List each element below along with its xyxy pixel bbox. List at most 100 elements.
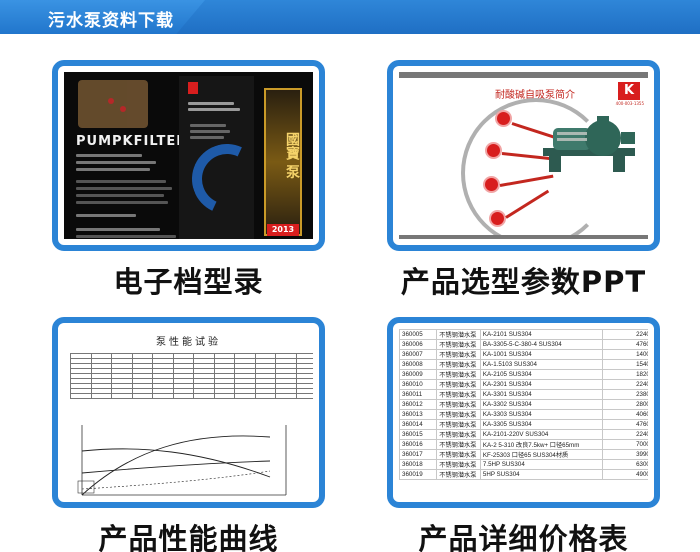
price-cell-name: 不锈钢潜水泵 bbox=[436, 379, 481, 390]
price-cell-code: 360019 bbox=[399, 469, 438, 480]
text-line bbox=[190, 124, 226, 127]
price-cell-code: 360012 bbox=[399, 399, 438, 410]
pump-image bbox=[543, 116, 635, 172]
slide-bottom-bar bbox=[399, 235, 648, 239]
price-cell-price: 7000 bbox=[602, 439, 648, 450]
price-cell-name: 不锈钢潜水泵 bbox=[436, 459, 481, 470]
price-cell-price: 2240 bbox=[602, 379, 648, 390]
price-cell-model: KA-3305 SUS304 bbox=[479, 419, 604, 430]
text-line bbox=[190, 130, 230, 133]
price-cell-model: KF-25303 口径65 SUS304材质 bbox=[479, 449, 604, 460]
test-data-table bbox=[70, 353, 313, 399]
text-line bbox=[76, 201, 168, 204]
price-cell-name: 不锈钢潜水泵 bbox=[436, 449, 481, 460]
text-line bbox=[76, 235, 176, 238]
performance-curve-chart bbox=[77, 425, 287, 496]
price-cell-model: 7.5HP SUS304 bbox=[479, 459, 604, 470]
curve-preview-image: 泵性能试验 bbox=[64, 329, 313, 496]
price-cell-model: KA-2105 SUS304 bbox=[479, 369, 604, 380]
slide-title: 耐酸碱自吸泵简介 bbox=[495, 90, 575, 101]
curve-caption[interactable]: 产品性能曲线 bbox=[98, 522, 279, 552]
text-line bbox=[76, 154, 142, 157]
price-cell-price: 2800 bbox=[602, 399, 648, 410]
price-cell-model: BA-3305-5-C-380-4 SUS304 bbox=[479, 339, 604, 350]
price-cell-code: 360011 bbox=[399, 389, 438, 400]
price-cell-model: KA-3301 SUS304 bbox=[479, 389, 604, 400]
price-caption[interactable]: 产品详细价格表 bbox=[418, 522, 629, 552]
price-cell-model: 5HP SUS304 bbox=[479, 469, 604, 480]
price-cell-code: 360015 bbox=[399, 429, 438, 440]
power-curve bbox=[81, 460, 271, 474]
catalog-brand: PUMPKFILTERS bbox=[76, 134, 198, 149]
catalog-preview-image: PUMPKFILTERS 國寶 泵 2013 bbox=[64, 72, 313, 239]
map-marker bbox=[120, 106, 126, 112]
price-cell-name: 不锈钢潜水泵 bbox=[436, 409, 481, 420]
text-line bbox=[76, 194, 164, 197]
ppt-card[interactable]: 耐酸碱自吸泵简介 K 400-003-1355 bbox=[387, 60, 660, 251]
price-cell-name: 不锈钢潜水泵 bbox=[436, 389, 481, 400]
price-cell-code: 360018 bbox=[399, 459, 438, 470]
curve-title: 泵性能试验 bbox=[156, 337, 221, 348]
price-cell-price: 2240 bbox=[602, 429, 648, 440]
page-title: 污水泵资料下载 bbox=[48, 11, 174, 31]
text-line bbox=[76, 228, 160, 231]
price-cell-name: 不锈钢潜水泵 bbox=[436, 439, 481, 450]
catalog-card[interactable]: PUMPKFILTERS 國寶 泵 2013 bbox=[52, 60, 325, 251]
price-cell-price: 3990 bbox=[602, 449, 648, 460]
price-cell-price: 4900 bbox=[602, 469, 648, 480]
price-cell-price: 1820 bbox=[602, 369, 648, 380]
price-cell-model: KA-2 5-310 改良7.5kw+ 口径65mm bbox=[479, 439, 604, 450]
head-curve bbox=[81, 448, 271, 478]
decorative-arc bbox=[461, 98, 611, 239]
text-line bbox=[76, 187, 172, 190]
axis-box bbox=[77, 480, 95, 494]
catalog-cover bbox=[264, 88, 302, 236]
price-cell-model: KA-3303 SUS304 bbox=[479, 409, 604, 420]
text-line bbox=[76, 214, 136, 217]
price-cell-model: KA-1001 SUS304 bbox=[479, 349, 604, 360]
price-cell-code: 360017 bbox=[399, 449, 438, 460]
cover-year: 2013 bbox=[267, 224, 299, 236]
price-cell-code: 360006 bbox=[399, 339, 438, 350]
price-cell-price: 6300 bbox=[602, 459, 648, 470]
price-cell-name: 不锈钢潜水泵 bbox=[436, 329, 481, 340]
price-cell-price: 1540 bbox=[602, 359, 648, 370]
price-cell-price: 4760 bbox=[602, 339, 648, 350]
price-cell-model: KA-2101-220V SUS304 bbox=[479, 429, 604, 440]
price-cell-name: 不锈钢潜水泵 bbox=[436, 359, 481, 370]
text-line bbox=[190, 136, 224, 139]
text-line bbox=[76, 168, 150, 171]
ppt-caption[interactable]: 产品选型参数PPT bbox=[400, 265, 647, 299]
price-cell-model: KA-2101 SUS304 bbox=[479, 329, 604, 340]
map-graphic bbox=[78, 80, 148, 128]
price-cell-code: 360010 bbox=[399, 379, 438, 390]
price-cell-price: 4760 bbox=[602, 419, 648, 430]
price-cell-price: 2380 bbox=[602, 389, 648, 400]
slide-top-bar bbox=[399, 72, 648, 78]
price-cell-name: 不锈钢潜水泵 bbox=[436, 399, 481, 410]
price-cell-code: 360005 bbox=[399, 329, 438, 340]
text-line bbox=[188, 108, 240, 111]
text-line bbox=[76, 180, 166, 183]
price-cell-price: 4060 bbox=[602, 409, 648, 420]
price-cell-name: 不锈钢潜水泵 bbox=[436, 469, 481, 480]
curve-card[interactable]: 泵性能试验 bbox=[52, 317, 325, 508]
price-cell-code: 360007 bbox=[399, 349, 438, 360]
bullet-icon bbox=[485, 142, 502, 159]
price-cell-model: KA-3302 SUS304 bbox=[479, 399, 604, 410]
map-marker bbox=[108, 98, 114, 104]
bullet-icon bbox=[483, 176, 500, 193]
cover-title: 國寶 泵 bbox=[284, 132, 300, 179]
price-cell-price: 1400 bbox=[602, 349, 648, 360]
catalog-caption[interactable]: 电子档型录 bbox=[113, 265, 264, 299]
header-tab bbox=[0, 0, 205, 34]
